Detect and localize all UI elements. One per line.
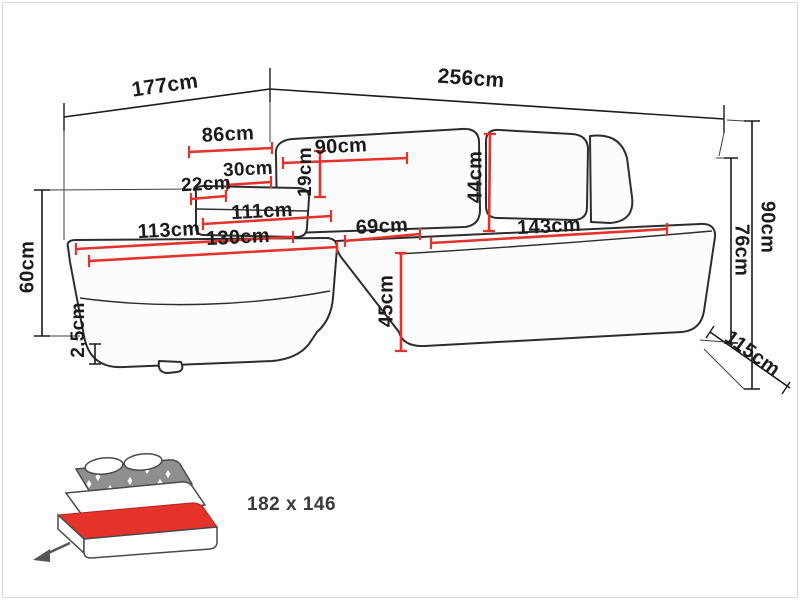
dimension-label-90cm: 90cm bbox=[756, 200, 779, 254]
dimension-end-ticks bbox=[34, 68, 791, 395]
red-dimension-lines bbox=[75, 133, 668, 351]
dimension-label-143cm: 143cm bbox=[516, 213, 582, 240]
backrest-right-cushion bbox=[485, 128, 589, 221]
dimension-label-69cm: 69cm bbox=[355, 214, 409, 239]
dimension-label-25cm: 2,5cm bbox=[68, 302, 89, 358]
left-armrest-edge bbox=[195, 208, 309, 212]
pillow-left bbox=[84, 457, 124, 475]
dimension-label-45cm: 45cm bbox=[375, 274, 398, 328]
right-seat-section bbox=[335, 222, 717, 348]
dimension-label-76cm: 76cm bbox=[730, 223, 753, 277]
dimension-label-86cm: 86cm bbox=[201, 122, 255, 147]
dimension-label-113cm: 113cm bbox=[137, 217, 201, 244]
sofa-foot bbox=[157, 360, 184, 374]
chaise-section bbox=[66, 237, 338, 369]
outer-dimension-lines bbox=[34, 68, 791, 395]
corner-sofa-drawing bbox=[66, 127, 717, 374]
left-armrest bbox=[194, 185, 310, 238]
right-armrest bbox=[589, 134, 634, 224]
dimension-label-90cm: 90cm bbox=[314, 134, 368, 159]
blanket-stars bbox=[86, 464, 176, 495]
dimension-label-19cm: 19cm bbox=[295, 147, 316, 197]
red-dimension-ticks bbox=[74, 132, 669, 353]
right-seat-front-edge bbox=[398, 230, 713, 255]
dimension-label-60cm: 60cm bbox=[16, 240, 39, 294]
sofa-bed-mattress-icon bbox=[33, 453, 218, 562]
inner-dimension-lines bbox=[74, 132, 669, 353]
dimension-label-22cm: 22cm bbox=[180, 172, 232, 197]
chaise-front-edge bbox=[79, 290, 331, 306]
dimension-label-111cm: 111cm bbox=[230, 198, 294, 225]
dimension-label-256cm: 256cm bbox=[436, 64, 506, 93]
dimension-label-130cm: 130cm bbox=[205, 224, 271, 251]
dimension-label-44cm: 44cm bbox=[464, 150, 487, 204]
unfold-arrow-head bbox=[33, 549, 50, 562]
sleeping-area-size-label: 182 x 146 bbox=[247, 494, 337, 515]
mattress-front bbox=[83, 526, 218, 559]
pillow-right bbox=[123, 453, 163, 471]
